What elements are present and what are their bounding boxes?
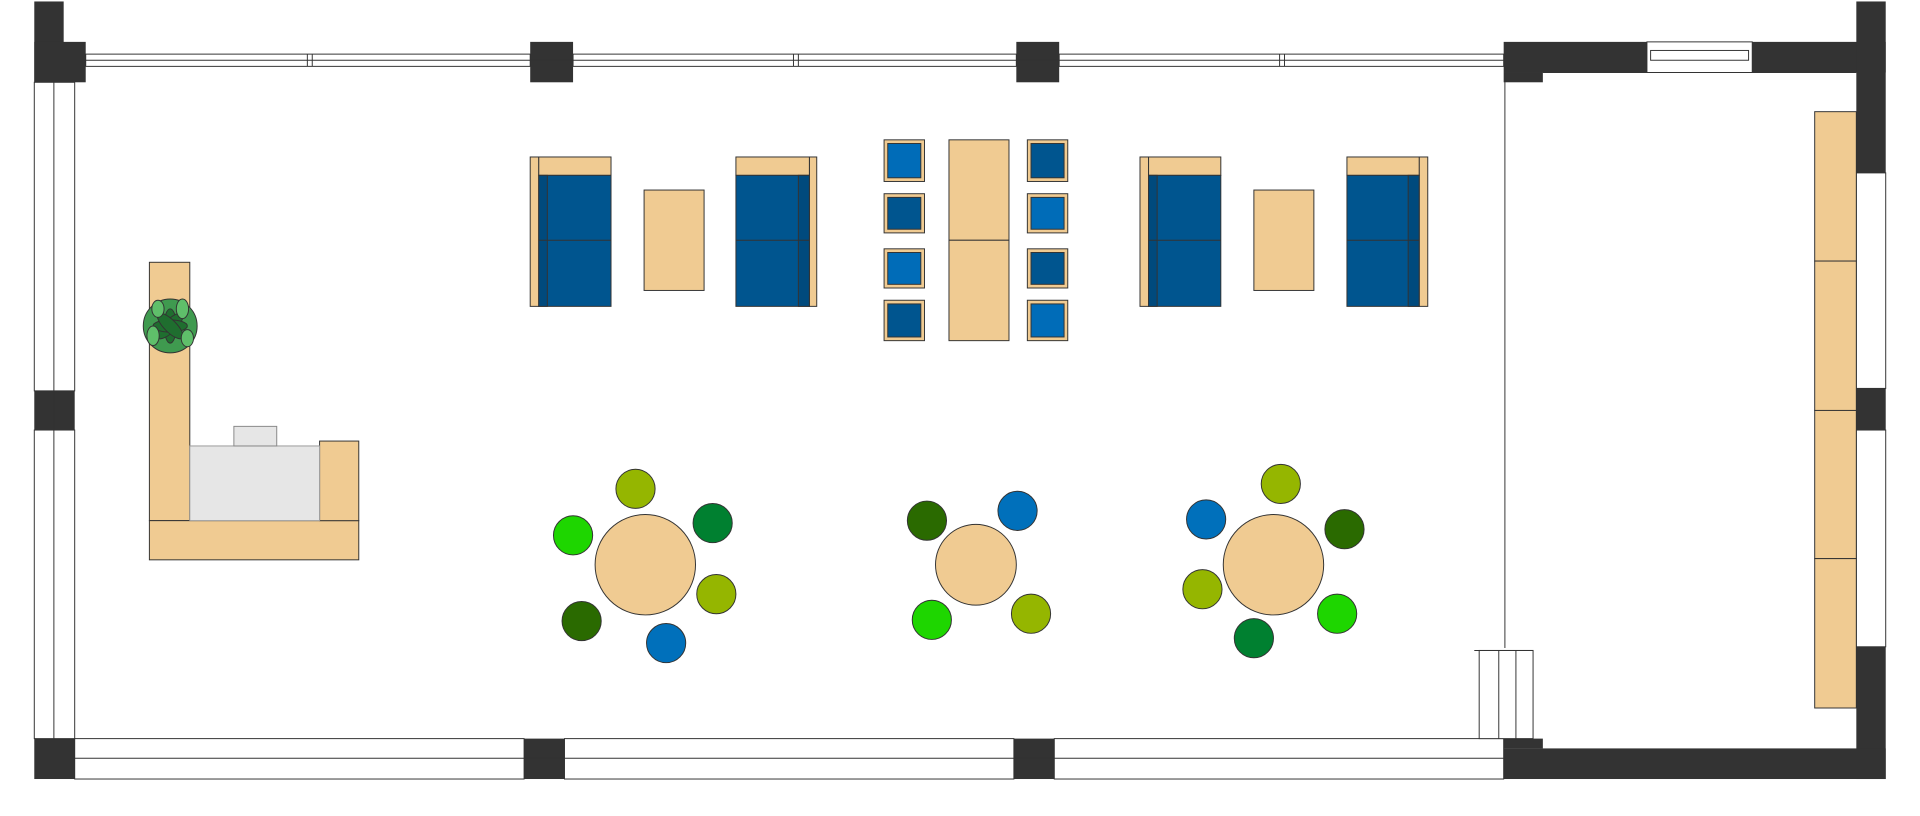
stool-icon[interactable] bbox=[1010, 593, 1052, 634]
wall-top-right-b bbox=[1503, 72, 1543, 83]
chair-icon[interactable] bbox=[1026, 193, 1069, 234]
office-chair-icon[interactable] bbox=[233, 425, 278, 447]
stool-icon[interactable] bbox=[696, 574, 737, 615]
window-bottom bbox=[1053, 738, 1505, 780]
reception-desk bbox=[142, 261, 360, 561]
window-top-right-pane bbox=[1650, 49, 1750, 61]
wall-top-right-a bbox=[1503, 41, 1647, 73]
stool-icon[interactable] bbox=[692, 503, 733, 544]
stool-icon[interactable] bbox=[1182, 569, 1223, 610]
pillar-top-1 bbox=[530, 41, 574, 83]
shelf-section bbox=[1814, 260, 1857, 411]
wall-right-1 bbox=[1856, 1, 1886, 173]
plant-icon bbox=[142, 298, 198, 354]
stool-icon[interactable] bbox=[906, 500, 948, 541]
sofa-icon[interactable] bbox=[1346, 156, 1429, 307]
pillar-top-left bbox=[34, 41, 86, 83]
windows bbox=[33, 41, 1887, 780]
pillar-top-2 bbox=[1016, 41, 1060, 83]
wall-bottom-right-b bbox=[1503, 738, 1543, 749]
window-left bbox=[33, 81, 76, 392]
stool-icon[interactable] bbox=[1324, 509, 1365, 550]
stool-icon[interactable] bbox=[1186, 499, 1227, 540]
round-table-icon bbox=[935, 523, 1017, 606]
chair-icon[interactable] bbox=[1026, 139, 1069, 182]
stool-icon[interactable] bbox=[561, 600, 602, 642]
interior-partition bbox=[1474, 72, 1857, 740]
stool-icon[interactable] bbox=[997, 490, 1038, 531]
sofa-icon[interactable] bbox=[735, 156, 818, 307]
cafe-tables bbox=[552, 463, 1365, 664]
lounge-area bbox=[529, 139, 1429, 342]
meeting-table bbox=[948, 139, 1010, 342]
stool-icon[interactable] bbox=[1233, 618, 1274, 659]
pillar-bottom-left bbox=[34, 738, 75, 780]
pillar-left-mid bbox=[34, 390, 75, 431]
chair-icon[interactable] bbox=[883, 139, 925, 182]
chairs-left bbox=[883, 139, 925, 342]
round-table-icon bbox=[594, 514, 696, 616]
desk-counter bbox=[148, 520, 360, 561]
round-table-icon bbox=[1222, 514, 1325, 616]
window-bottom bbox=[74, 738, 525, 780]
stool-icon[interactable] bbox=[552, 515, 594, 556]
chair-icon[interactable] bbox=[1026, 299, 1069, 342]
stool-icon[interactable] bbox=[911, 599, 952, 640]
table-group-3 bbox=[1182, 463, 1365, 659]
chairs-right bbox=[1026, 139, 1069, 342]
chair-icon[interactable] bbox=[1026, 248, 1069, 289]
window-right bbox=[1855, 429, 1887, 648]
chair-icon[interactable] bbox=[883, 193, 925, 234]
window-left bbox=[33, 429, 76, 740]
sofa-icon[interactable] bbox=[529, 156, 612, 307]
shelf-section bbox=[1814, 409, 1857, 560]
desk-return bbox=[319, 440, 360, 522]
table-group-2 bbox=[906, 490, 1052, 640]
sofa-icon[interactable] bbox=[1139, 156, 1222, 307]
stool-icon[interactable] bbox=[646, 623, 687, 664]
walls bbox=[34, 1, 1886, 780]
chair-icon[interactable] bbox=[883, 299, 925, 342]
door-icon[interactable] bbox=[1478, 649, 1534, 740]
stool-icon[interactable] bbox=[615, 468, 656, 509]
wall-right-2 bbox=[1856, 388, 1886, 431]
window-bottom bbox=[564, 738, 1015, 780]
window-right bbox=[1855, 172, 1887, 389]
shelf-section bbox=[1814, 111, 1857, 262]
coffee-table bbox=[643, 189, 705, 291]
pillar-bottom-2 bbox=[1013, 738, 1055, 780]
stool-icon[interactable] bbox=[1317, 593, 1358, 634]
coffee-table bbox=[1253, 189, 1315, 291]
chair-icon[interactable] bbox=[883, 248, 925, 289]
bookshelf bbox=[1814, 111, 1857, 709]
stool-icon[interactable] bbox=[1260, 463, 1301, 504]
table-group-1 bbox=[552, 468, 737, 664]
shelf-section bbox=[1814, 558, 1857, 709]
desk-work-area bbox=[189, 445, 321, 522]
pillar-bottom-1 bbox=[524, 738, 565, 780]
wall-bottom-right bbox=[1503, 748, 1886, 780]
